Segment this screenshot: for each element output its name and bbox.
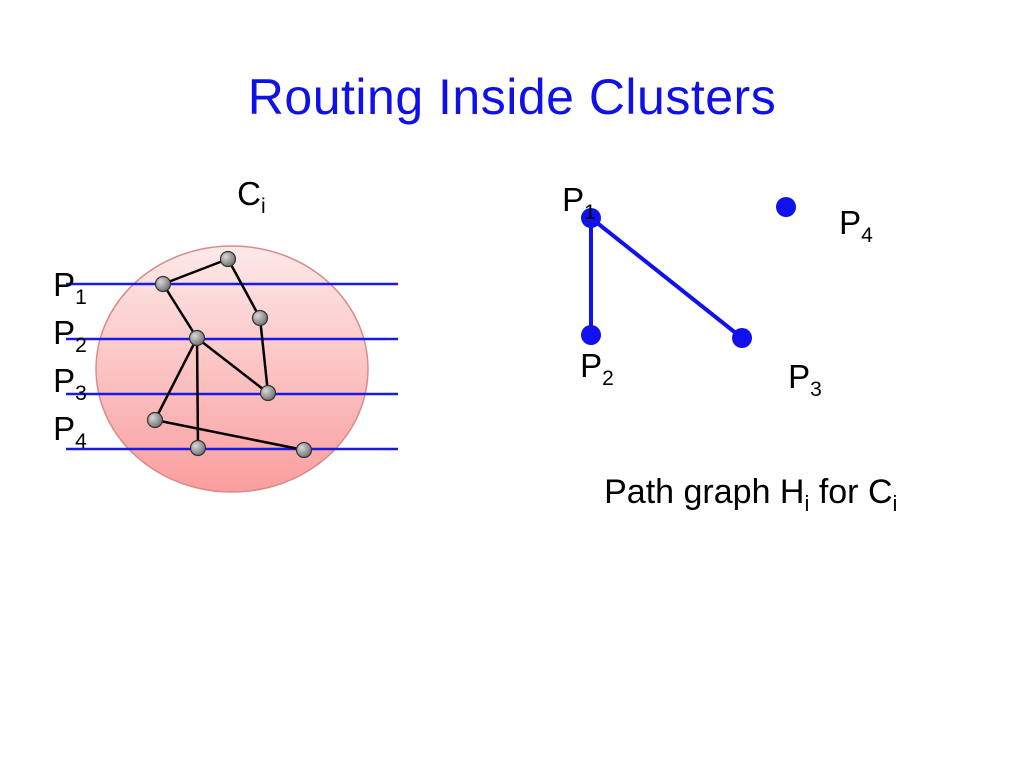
graph-label-p1: P1 [531, 181, 618, 224]
graph-label-p2: P2 [549, 347, 636, 390]
cluster-edge [195, 337, 200, 449]
graph-node-p4 [776, 197, 796, 217]
path-label-p3: P3 [22, 362, 109, 405]
cluster-node [219, 250, 237, 268]
cluster-edge [258, 317, 270, 394]
cluster-node [189, 439, 207, 457]
path-graph-edges [589, 216, 744, 340]
path-graph-caption: Path graph Hi for Ci [573, 473, 920, 516]
cluster-node [295, 441, 313, 459]
cluster-edge [154, 418, 305, 452]
graph-node-p3 [732, 328, 752, 348]
graph-node-p1 [581, 208, 601, 228]
path-label-p1: P1 [22, 266, 109, 309]
graph-label-p4: P4 [808, 204, 895, 247]
cluster-label: Ci [206, 175, 288, 218]
cluster-edge [196, 337, 269, 394]
path-graph-nodes [581, 197, 796, 348]
cluster-label-sub: i [261, 195, 266, 218]
cluster-label-main: C [237, 175, 261, 212]
path-label-p4: P4 [22, 410, 109, 453]
path-lines [66, 282, 398, 451]
cluster-nodes [146, 250, 313, 459]
cluster-node [251, 309, 269, 327]
cluster-region [95, 245, 369, 493]
cluster-node [259, 384, 277, 402]
cluster-edge [153, 337, 199, 421]
cluster-node [188, 329, 206, 347]
cluster-node [154, 275, 172, 293]
graph-node-p2 [581, 325, 601, 345]
slide-title: Routing Inside Clusters [247, 69, 777, 125]
graph-edge-p1-p3 [589, 216, 744, 340]
cluster-edge [226, 258, 262, 319]
cluster-node [146, 411, 164, 429]
cluster-edge [162, 257, 229, 286]
path-label-p2: P2 [22, 314, 109, 357]
cluster-edges [153, 257, 305, 452]
graph-label-p3: P3 [757, 358, 844, 401]
cluster-edge [161, 283, 199, 339]
